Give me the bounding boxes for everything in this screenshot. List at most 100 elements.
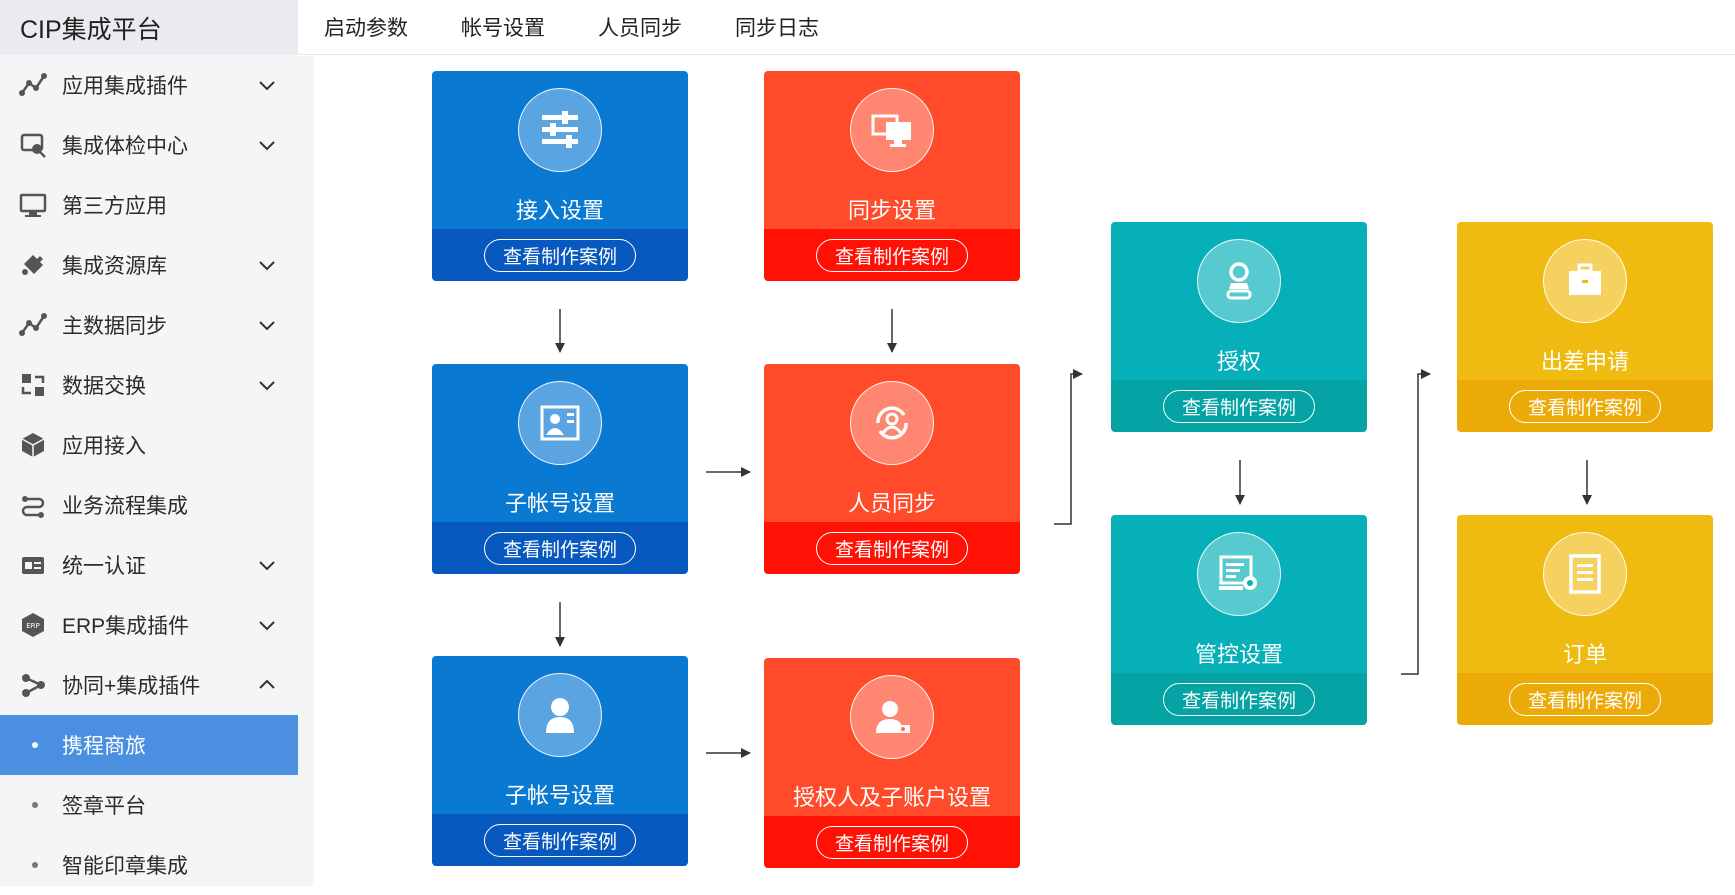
tab-startup-params[interactable]: 启动参数 — [324, 17, 408, 40]
user-key-icon — [850, 675, 934, 759]
card-access-settings[interactable]: 接入设置 查看制作案例 — [432, 71, 688, 281]
tab-account-settings[interactable]: 帐号设置 — [461, 17, 545, 40]
briefcase-icon — [1543, 239, 1627, 323]
card-title: 子帐号设置 — [504, 783, 615, 808]
card-order[interactable]: 订单 查看制作案例 — [1457, 515, 1713, 725]
checkup-icon — [18, 130, 48, 160]
arrow-group3-to-travel — [1401, 369, 1431, 675]
view-case-button[interactable]: 查看制作案例 — [1163, 682, 1315, 716]
exchange-icon — [18, 370, 48, 400]
sidebar-subitem-label: 签章平台 — [62, 795, 146, 818]
bullet-dot — [32, 742, 38, 748]
chevron-up-icon — [259, 679, 275, 689]
view-case-button[interactable]: 查看制作案例 — [816, 825, 968, 859]
user-icon — [518, 673, 602, 757]
sidebar-subitem-ctrip[interactable]: 携程商旅 — [0, 715, 298, 775]
card-title: 接入设置 — [515, 198, 604, 223]
chevron-down-icon — [259, 261, 275, 271]
view-case-button[interactable]: 查看制作案例 — [816, 238, 968, 272]
chevron-down-icon — [259, 621, 275, 631]
card-title: 人员同步 — [847, 491, 936, 516]
view-case-button[interactable]: 查看制作案例 — [484, 823, 636, 857]
view-case-button[interactable]: 查看制作案例 — [1509, 682, 1661, 716]
profile-card-icon — [518, 381, 602, 465]
tab-person-sync[interactable]: 人员同步 — [598, 17, 682, 40]
card-authorization[interactable]: 授权 查看制作案例 — [1111, 222, 1367, 432]
monitor-icon — [18, 190, 48, 220]
card-title: 授权 — [1216, 349, 1261, 374]
card-title: 管控设置 — [1194, 642, 1283, 667]
card-sync-settings[interactable]: 同步设置 查看制作案例 — [764, 71, 1020, 281]
sliders-icon — [518, 88, 602, 172]
sidebar-item-business-flow[interactable]: 业务流程集成 — [0, 475, 298, 535]
view-case-button[interactable]: 查看制作案例 — [484, 238, 636, 272]
sidebar-item-label: 数据交换 — [62, 375, 146, 398]
brand-title: CIP集成平台 — [0, 0, 298, 55]
sidebar-item-label: 业务流程集成 — [62, 495, 188, 518]
sidebar-item-third-party[interactable]: 第三方应用 — [0, 175, 298, 235]
bullet-dot — [32, 802, 38, 808]
bullet-dot — [32, 862, 38, 868]
card-authorizer-settings[interactable]: 授权人及子账户设置 查看制作案例 — [764, 658, 1020, 868]
puzzle-icon — [18, 250, 48, 280]
chevron-down-icon — [259, 141, 275, 151]
sidebar-item-app-plugins[interactable]: 应用集成插件 — [0, 55, 298, 115]
sidebar-item-label: 应用接入 — [62, 435, 146, 458]
card-title: 同步设置 — [847, 198, 936, 223]
id-card-icon — [18, 550, 48, 580]
sidebar-item-label: 集成体检中心 — [62, 135, 188, 158]
card-title: 子帐号设置 — [504, 491, 615, 516]
tab-sync-log[interactable]: 同步日志 — [735, 17, 819, 40]
chevron-down-icon — [259, 321, 275, 331]
view-case-button[interactable]: 查看制作案例 — [484, 531, 636, 565]
sidebar-item-resource-lib[interactable]: 集成资源库 — [0, 235, 298, 295]
card-title: 出差申请 — [1540, 349, 1629, 374]
line-chart-icon — [18, 70, 48, 100]
share-icon — [18, 670, 48, 700]
sidebar-item-app-access[interactable]: 应用接入 — [0, 415, 298, 475]
svg-text:ERP: ERP — [26, 622, 40, 630]
cube-icon — [18, 430, 48, 460]
sidebar-item-label: 协同+集成插件 — [62, 675, 201, 698]
sidebar-subitem-smart-seal[interactable]: 智能印章集成 — [0, 835, 298, 895]
card-title: 授权人及子账户设置 — [792, 785, 991, 810]
sidebar-subitem-label: 携程商旅 — [62, 735, 146, 758]
card-title: 订单 — [1562, 642, 1607, 667]
sidebar-item-label: 集成资源库 — [62, 255, 167, 278]
sidebar-item-checkup-center[interactable]: 集成体检中心 — [0, 115, 298, 175]
flow-icon — [18, 490, 48, 520]
user-badge-icon — [1197, 239, 1281, 323]
sidebar-item-collab-plugins[interactable]: 协同+集成插件 — [0, 655, 298, 715]
view-case-button[interactable]: 查看制作案例 — [1509, 389, 1661, 423]
sidebar-item-label: 第三方应用 — [62, 195, 167, 218]
flow-canvas: 接入设置 查看制作案例 子帐号设置 查看制作案例 子帐号设置 查看制作案例 同步… — [298, 56, 1735, 886]
arrow-group2-to-auth — [1054, 369, 1083, 525]
line-chart-icon — [18, 310, 48, 340]
card-travel-request[interactable]: 出差申请 查看制作案例 — [1457, 222, 1713, 432]
board-settings-icon — [1197, 532, 1281, 616]
sidebar-subitem-signature[interactable]: 签章平台 — [0, 775, 298, 835]
view-case-button[interactable]: 查看制作案例 — [816, 531, 968, 565]
card-sub-account-settings[interactable]: 子帐号设置 查看制作案例 — [432, 364, 688, 574]
chevron-down-icon — [259, 381, 275, 391]
sidebar-item-label: 主数据同步 — [62, 315, 167, 338]
person-sync-icon — [850, 381, 934, 465]
chevron-down-icon — [259, 561, 275, 571]
card-sub-account-settings-2[interactable]: 子帐号设置 查看制作案例 — [432, 656, 688, 866]
sidebar-item-data-exchange[interactable]: 数据交换 — [0, 355, 298, 415]
top-tab-bar: 启动参数 帐号设置 人员同步 同步日志 — [298, 0, 1735, 55]
card-control-settings[interactable]: 管控设置 查看制作案例 — [1111, 515, 1367, 725]
view-case-button[interactable]: 查看制作案例 — [1163, 389, 1315, 423]
dual-monitor-icon — [850, 88, 934, 172]
sidebar-item-master-data[interactable]: 主数据同步 — [0, 295, 298, 355]
card-person-sync[interactable]: 人员同步 查看制作案例 — [764, 364, 1020, 574]
erp-icon: ERP — [18, 610, 48, 640]
sidebar: CIP集成平台 应用集成插件 集成体检中心 第三方应用 集成资源库 主数据同步 — [0, 0, 298, 886]
chevron-down-icon — [259, 81, 275, 91]
sidebar-item-label: 统一认证 — [62, 555, 146, 578]
sidebar-item-label: 应用集成插件 — [62, 75, 188, 98]
document-list-icon — [1543, 532, 1627, 616]
sidebar-item-erp-plugins[interactable]: ERP ERP集成插件 — [0, 595, 298, 655]
sidebar-item-label: ERP集成插件 — [62, 615, 190, 638]
sidebar-item-unified-auth[interactable]: 统一认证 — [0, 535, 298, 595]
